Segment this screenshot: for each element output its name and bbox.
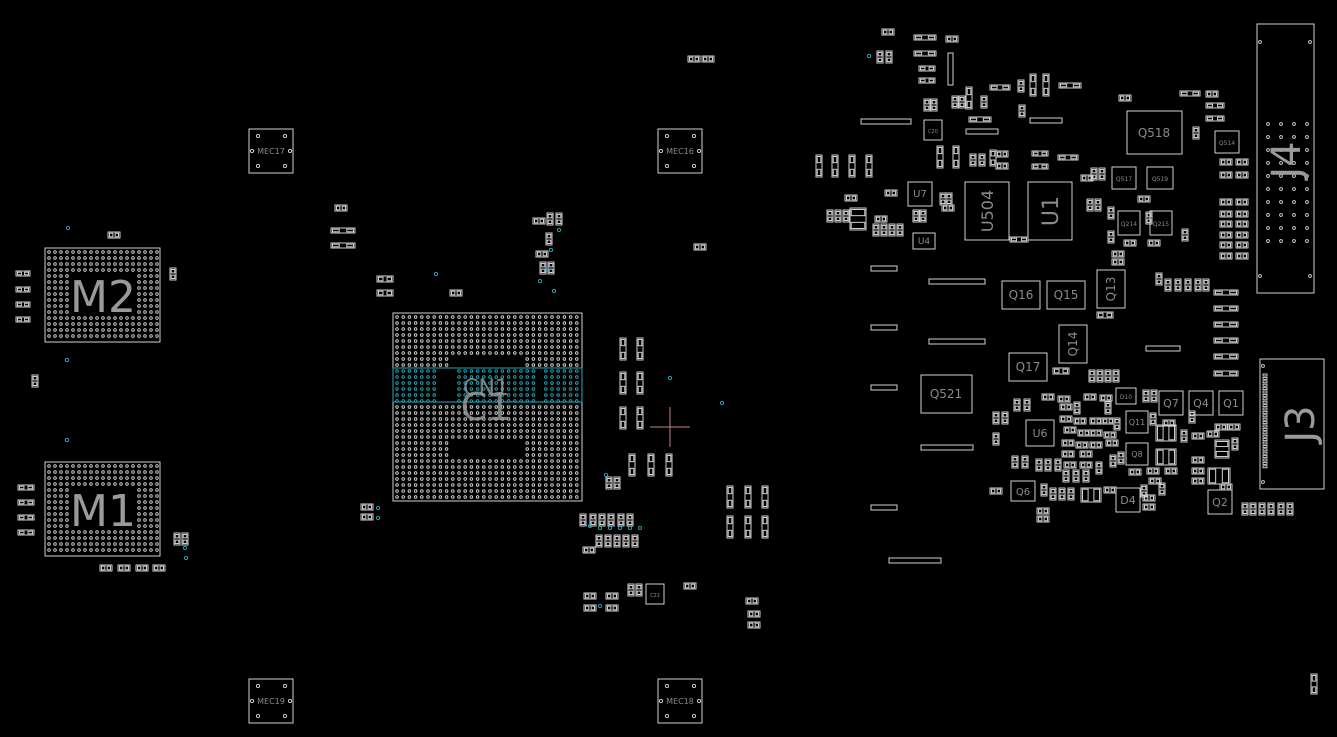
ic-q4[interactable]: Q4 [1188, 390, 1214, 416]
label-j4: J4 [1264, 141, 1310, 181]
label-d10: D10 [1120, 394, 1132, 401]
ic-d10[interactable]: D10 [1115, 387, 1137, 405]
ic-q214[interactable]: Q214 [1117, 210, 1141, 236]
chip-m1[interactable]: M1 [44, 461, 161, 557]
connector-j4[interactable]: J4 [1256, 23, 1315, 294]
ic-q215[interactable]: Q215 [1149, 210, 1173, 236]
label-q11: Q11 [1129, 418, 1145, 427]
mounting-mec19[interactable]: MEC19 [248, 678, 294, 724]
ic-q16[interactable]: Q16 [1001, 280, 1041, 310]
label-mec18: MEC18 [666, 697, 694, 706]
ic-q519[interactable]: Q519 [1146, 166, 1174, 190]
ic-q517[interactable]: Q517 [1111, 166, 1137, 190]
label-j3: J3 [1278, 405, 1324, 445]
label-q13: Q13 [1104, 277, 1118, 302]
ic-q6[interactable]: Q6 [1010, 480, 1036, 502]
ic-q11[interactable]: Q11 [1125, 410, 1149, 434]
label-q2: Q2 [1212, 496, 1228, 509]
label-q15: Q15 [1054, 288, 1079, 302]
crosshair-cursor-icon [650, 407, 690, 447]
label-c20: C20 [928, 129, 938, 135]
ic-q8[interactable]: Q8 [1125, 442, 1149, 466]
ic-q518[interactable]: Q518 [1126, 110, 1183, 155]
ic-u504[interactable]: U504 [964, 181, 1010, 241]
label-mec16: MEC16 [666, 147, 694, 156]
label-u504: U504 [978, 190, 997, 232]
label-u4: U4 [918, 237, 931, 247]
label-m2: M2 [70, 272, 136, 323]
label-q16: Q16 [1009, 288, 1034, 302]
label-u7: U7 [913, 189, 927, 200]
label-q214: Q214 [1121, 221, 1137, 228]
ic-u6[interactable]: U6 [1025, 419, 1055, 447]
ic-u7[interactable]: U7 [907, 181, 933, 207]
passive-components[interactable] [15, 28, 1318, 695]
ic-q13[interactable]: Q13 [1096, 269, 1126, 309]
label-mec19: MEC19 [257, 697, 285, 706]
label-u1: U1 [1039, 196, 1064, 226]
label-q518: Q518 [1138, 126, 1170, 140]
label-q4: Q4 [1193, 397, 1209, 410]
label-q519: Q519 [1152, 176, 1168, 183]
ic-q514[interactable]: Q514 [1214, 130, 1240, 154]
label-q517: Q517 [1116, 176, 1132, 183]
ic-q17[interactable]: Q17 [1008, 352, 1048, 382]
vias [64, 53, 872, 609]
bga-cn1[interactable]: CN1 C1 [392, 312, 583, 502]
ic-c22[interactable]: C22 [645, 583, 665, 605]
ic-q1[interactable]: Q1 [1218, 390, 1244, 416]
label-q215: Q215 [1153, 221, 1169, 228]
ic-q14[interactable]: Q14 [1058, 324, 1088, 364]
label-q1: Q1 [1223, 397, 1239, 410]
label-q17: Q17 [1016, 360, 1041, 374]
label-q521: Q521 [930, 387, 962, 401]
ic-q521[interactable]: Q521 [920, 374, 973, 414]
ic-u4[interactable]: U4 [912, 232, 936, 250]
mounting-mec17[interactable]: MEC17 [248, 128, 294, 174]
label-c1: C1 [461, 385, 512, 429]
label-d4: D4 [1120, 494, 1135, 507]
mounting-mec16[interactable]: MEC16 [657, 128, 703, 174]
label-c22: C22 [650, 593, 660, 599]
ic-q7[interactable]: Q7 [1158, 390, 1184, 416]
label-mec17: MEC17 [257, 147, 285, 156]
label-m1: M1 [70, 486, 136, 537]
ic-c20[interactable]: C20 [923, 119, 943, 141]
label-q7: Q7 [1163, 397, 1179, 410]
ic-u1[interactable]: U1 [1027, 181, 1073, 241]
label-q514: Q514 [1219, 140, 1235, 147]
label-cn1: CN1 [463, 376, 509, 401]
label-q6: Q6 [1016, 487, 1030, 498]
ic-q15[interactable]: Q15 [1046, 280, 1086, 310]
connector-j3[interactable]: J3 [1259, 358, 1325, 490]
mounting-mec18[interactable]: MEC18 [657, 678, 703, 724]
chip-m2[interactable]: M2 [44, 247, 161, 343]
ic-d4[interactable]: D4 [1115, 487, 1141, 513]
label-u6: U6 [1032, 427, 1047, 440]
label-q8: Q8 [1131, 450, 1142, 459]
label-q14: Q14 [1066, 332, 1080, 357]
